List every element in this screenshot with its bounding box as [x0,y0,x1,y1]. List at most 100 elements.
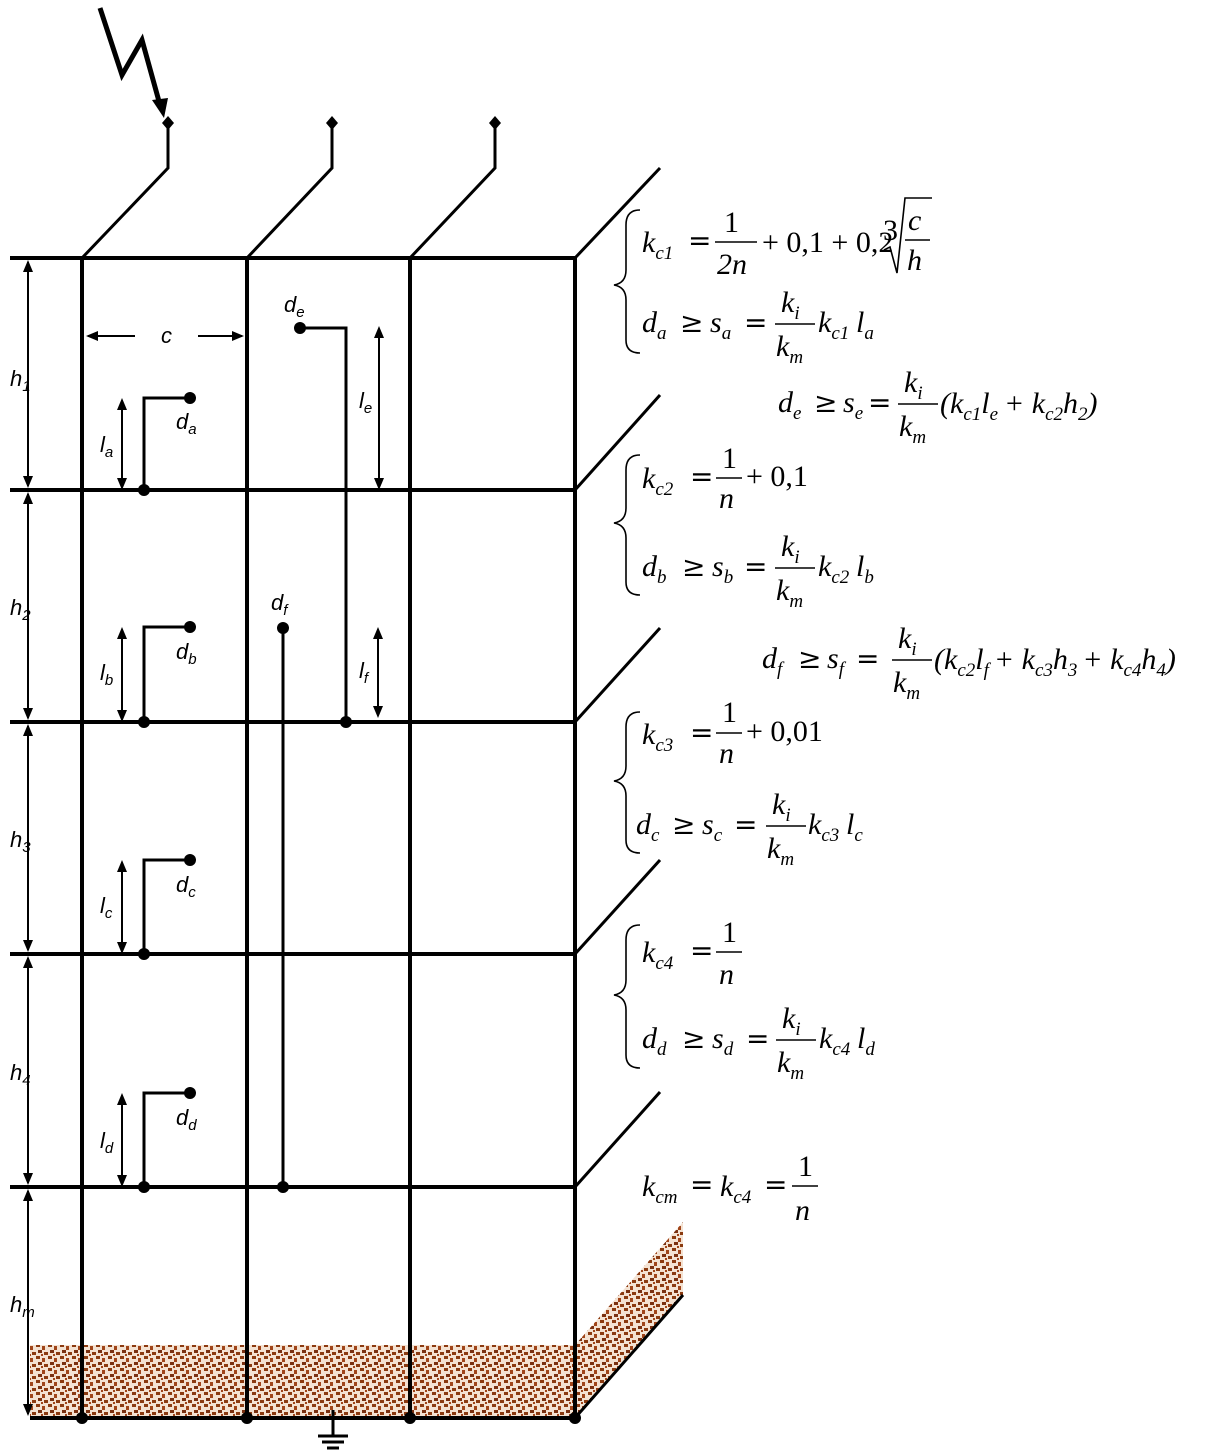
svg-text:1: 1 [724,206,739,239]
svg-text:1: 1 [722,442,737,475]
svg-text:km: km [899,410,926,448]
svg-text:ki: ki [898,622,917,660]
svg-text:=: = [868,386,891,419]
svg-text:ki: ki [781,530,800,568]
point-label: dd [176,1105,197,1134]
air-terminals [80,124,662,260]
svg-text:+ 0,01: + 0,01 [746,715,823,748]
height-label: h3 [10,827,31,856]
point-label: df [271,590,289,619]
svg-text:=: = [690,716,713,749]
point-label: dc [176,872,196,901]
svg-text:n: n [795,1194,810,1227]
svg-text:se: se [843,386,863,424]
equation-kc2: kc2 = 1 n + 0,1 [642,442,808,515]
svg-text:kc4: kc4 [819,1022,851,1060]
equation-dd: dd ≥ sd = ki km kc4 ld [642,1002,875,1084]
svg-text:≥: ≥ [814,386,837,419]
equation-de: de ≥ se = ki km (kc1le+ kc2h2) [778,366,1098,448]
svg-text:kc1: kc1 [818,306,849,344]
equation-kc1: kc1 = 1 2n + 0,1 + 0,2 3 c h [642,197,932,281]
svg-text:ki: ki [781,286,800,324]
svg-text:kc1: kc1 [642,226,673,264]
frame-horizontal-beams [10,256,575,1420]
equation-braces [613,209,641,1069]
svg-text:ki: ki [772,788,791,826]
svg-text:ki: ki [782,1002,801,1040]
svg-text:(kc1le+ kc2h2): (kc1le+ kc2h2) [940,387,1098,425]
svg-text:dc: dc [636,808,660,846]
height-label: h4 [10,1060,31,1089]
conductor-dots [138,322,352,1193]
point-label: db [176,639,197,668]
svg-text:lb: lb [856,550,874,588]
svg-text:df: df [762,642,785,680]
svg-text:(kc2lf+ kc3h3+ kc4h4): (kc2lf+ kc3h3+ kc4h4) [934,643,1176,681]
svg-text:=: = [690,1168,713,1201]
length-label: le [359,388,372,417]
equation-kc4: kc4 = 1 n [642,916,742,991]
svg-text:2n: 2n [717,248,747,281]
svg-text:sf: sf [827,642,847,680]
svg-text:=: = [690,934,713,967]
svg-text:sc: sc [702,808,723,846]
ground-symbol-icon [318,1410,348,1450]
svg-text:kc3: kc3 [808,808,839,846]
point-label: de [284,292,305,321]
point-label: da [176,409,197,438]
svg-text:≥: ≥ [672,808,695,841]
span-dimension [86,331,244,341]
length-dimension-lines [121,330,380,1183]
lightning-bolt-icon [97,7,163,106]
point-labels: da db dc dd de df [176,292,305,1134]
svg-text:kc3: kc3 [642,718,673,756]
svg-text:kc2: kc2 [818,550,850,588]
height-label: h2 [10,595,31,624]
svg-text:sa: sa [710,306,731,344]
svg-text:=: = [690,460,713,493]
svg-text:ki: ki [904,366,923,404]
length-label: ld [100,1128,114,1157]
svg-text:=: = [744,306,767,339]
svg-text:km: km [777,1046,804,1084]
svg-text:=: = [688,224,711,257]
svg-text:=: = [746,1022,769,1055]
length-label: lb [100,660,113,689]
height-label: h1 [10,366,31,395]
svg-text:c: c [908,204,921,237]
svg-text:km: km [767,832,794,870]
equation-df: df ≥ sf = ki km (kc2lf+ kc3h3+ kc4h4) [762,622,1176,704]
frame-columns [80,258,577,1418]
terminal-tips [162,116,501,130]
equation-db: db ≥ sb = ki km kc2 lb [642,530,874,612]
svg-text:+ 0,1: + 0,1 [746,460,808,493]
equation-kc3: kc3 = 1 n + 0,01 [642,696,823,770]
height-arrowheads [23,260,33,1416]
svg-text:km: km [893,666,920,704]
svg-text:=: = [856,642,879,675]
length-label: lf [359,658,370,687]
frame-depth-lines [573,393,685,1419]
svg-text:≥: ≥ [682,1022,705,1055]
span-label: c [161,323,172,348]
svg-text:n: n [719,737,734,770]
svg-text:sd: sd [712,1022,734,1060]
svg-text:kcm: kcm [642,1170,677,1208]
svg-text:ld: ld [857,1022,875,1060]
svg-text:h: h [907,244,922,277]
length-labels: la lb lc ld le lf [100,388,372,1157]
svg-text:1: 1 [722,696,737,729]
svg-text:da: da [642,306,667,344]
lightning-arrowhead [152,98,168,118]
svg-text:kc4: kc4 [720,1170,752,1208]
svg-text:lc: lc [846,808,863,846]
ground-soil-front [30,1345,575,1418]
svg-text:3: 3 [883,214,898,247]
length-label: lc [100,893,113,922]
svg-text:de: de [778,386,801,424]
length-label: la [100,432,113,461]
svg-text:kc4: kc4 [642,936,674,974]
ground-soil-side [575,1222,683,1418]
height-labels: h1 h2 h3 h4 hm [10,366,35,1321]
